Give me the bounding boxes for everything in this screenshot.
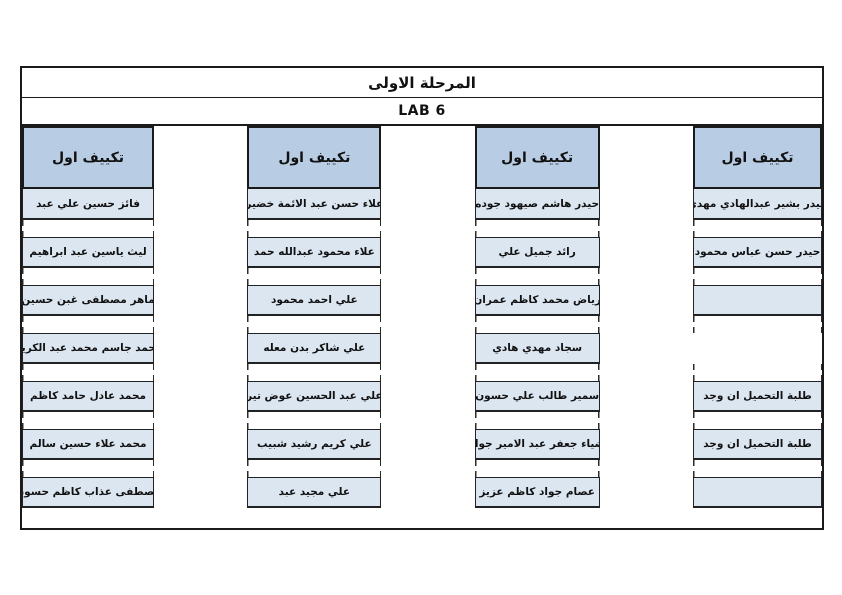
row-gap [22,316,155,333]
row-gap [474,412,600,429]
student-name-cell: حيدر بشير عبدالهادي مهدي [693,189,822,220]
row-gap [247,364,382,381]
row-gap [22,412,155,429]
group-header: تكييف اول [247,126,382,189]
student-name-cell: علاء حسن عبد الائمة خضير [247,189,382,220]
row-gap [22,460,155,477]
empty-cell [693,285,822,316]
empty-cell [693,477,822,508]
student-name-cell: طلبة التحميل ان وجد [693,381,822,412]
row-gap [247,412,382,429]
row-gap [693,220,822,237]
student-name-cell: حيدر هاشم صيهود جوده [474,189,600,220]
row-gap [247,220,382,237]
group-header: تكييف اول [22,126,155,189]
row-gap [693,460,822,477]
row-gap [474,268,600,285]
student-name-cell: محمد عادل حامد كاظم [22,381,155,412]
row-gap [474,364,600,381]
row-gap [474,220,600,237]
row-gap [22,268,155,285]
row-gap [247,268,382,285]
student-name-cell: حيدر حسن عباس محمود [693,237,822,268]
student-name-cell: رائد جميل علي [474,237,600,268]
student-name-cell: ضياء جعفر عبد الامير جواد [474,429,600,460]
row-gap [693,364,822,381]
row-gap [247,316,382,333]
student-name-cell: علاء محمود عبدالله حمد [247,237,382,268]
student-name-cell: مصطفى عذاب كاظم حسون [22,477,155,508]
student-name-cell: محمد علاء حسين سالم [22,429,155,460]
row-gap [693,316,822,333]
group-header: تكييف اول [474,126,600,189]
student-name-cell: سمير طالب علي حسون [474,381,600,412]
row-gap [693,268,822,285]
row-gap [22,220,155,237]
student-name-cell: رياض محمد كاظم عمران [474,285,600,316]
row-gap [474,316,600,333]
stage-title: المرحلة الاولى [22,68,822,98]
student-name-cell: علي كريم رشيد شبيب [247,429,382,460]
student-name-cell: عصام جواد كاظم عزيز [474,477,600,508]
group-header: تكييف اول [693,126,822,189]
student-name-cell: طلبة التحميل ان وجد [693,429,822,460]
lab-number-title: LAB 6 [22,98,822,126]
row-gap [247,460,382,477]
row-gap [22,364,155,381]
student-name-cell: ليث ياسين عبد ابراهيم [22,237,155,268]
row-gap [474,460,600,477]
student-name-cell: ماهر مصطفى غبن حسين [22,285,155,316]
row-gap [693,412,822,429]
student-name-cell: علي احمد محمود [247,285,382,316]
student-name-cell: علي مجيد عبد [247,477,382,508]
student-name-cell: سجاد مهدي هادي [474,333,600,364]
student-name-cell: علي عبد الحسين عوض تير [247,381,382,412]
student-name-cell: علي شاكر بدن معله [247,333,382,364]
student-name-cell: فائز حسين علي عبد [22,189,155,220]
